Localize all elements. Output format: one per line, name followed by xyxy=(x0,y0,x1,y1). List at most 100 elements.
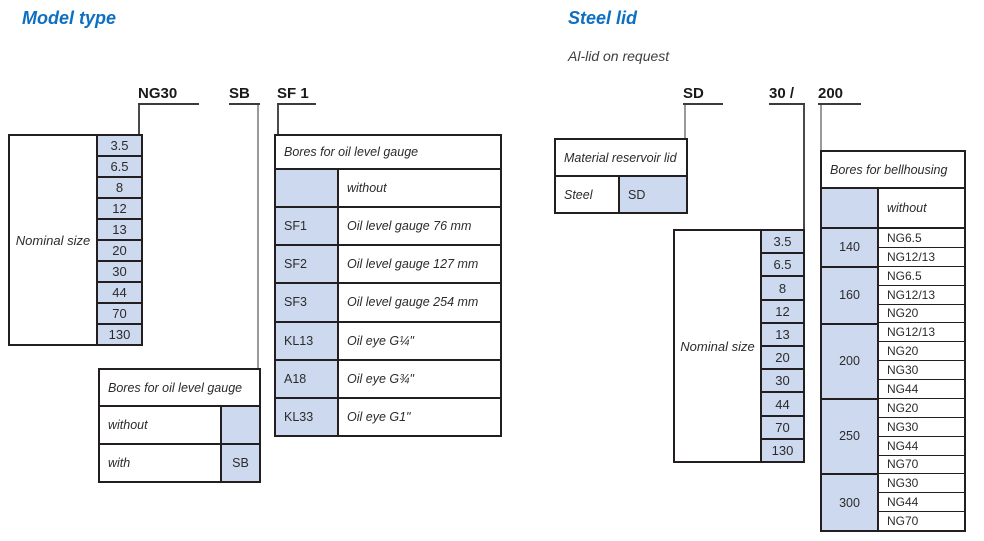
option-code: KL33 xyxy=(276,398,339,435)
oil-gauge-options-table: Bores for oil level gauge without SF1 Oi… xyxy=(274,134,502,437)
nominal-size-value: 30 xyxy=(98,262,141,283)
bellhousing-model: NG44 xyxy=(879,380,964,399)
code-label-30: 30 / xyxy=(769,85,805,105)
oil-gauge-bore-sb-table: Bores for oil level gauge without with S… xyxy=(98,368,261,483)
bellhousing-model: NG30 xyxy=(879,474,964,494)
nominal-size-value: 13 xyxy=(98,220,141,241)
nominal-size-value: 30 xyxy=(762,370,803,394)
nominal-size-value: 12 xyxy=(762,300,803,324)
code-label-sd: SD xyxy=(683,85,723,105)
nominal-size-value: 13 xyxy=(762,323,803,348)
bellhousing-size: 250 xyxy=(822,399,877,476)
code-label-sf1: SF 1 xyxy=(277,85,316,105)
option-description: Oil eye G¼" xyxy=(347,333,414,348)
bellhousing-model: NG6.5 xyxy=(879,229,964,248)
bellhousing-table-header: Bores for bellhousing xyxy=(822,152,964,189)
table-row: without xyxy=(100,407,259,445)
bellhousing-bores-table: Bores for bellhousing without 140 160 20… xyxy=(820,150,966,532)
nominal-size-value: 20 xyxy=(762,347,803,371)
bellhousing-model: NG70 xyxy=(887,514,919,529)
bellhousing-model: NG44 xyxy=(879,493,964,513)
nominal-size-value: 8 xyxy=(98,178,141,199)
nominal-size-value: 3.5 xyxy=(762,231,803,255)
table-row: with SB xyxy=(100,445,259,481)
option-description: without xyxy=(347,181,387,196)
material-table-header: Material reservoir lid xyxy=(556,140,686,177)
connector-line-sf1 xyxy=(277,105,279,134)
bellhousing-model: NG12/13 xyxy=(879,248,964,267)
bellhousing-model-column: NG6.5 NG12/13 NG6.5 NG12/13 NG20 NG12/13… xyxy=(879,229,964,530)
bellhousing-model: NG70 xyxy=(879,456,964,475)
nominal-size-value: 12 xyxy=(98,199,141,220)
connector-line-200 xyxy=(820,105,822,150)
bellhousing-model: NG20 xyxy=(879,342,964,362)
bellhousing-without-label: without xyxy=(887,201,927,215)
nominal-size-value: 8 xyxy=(762,277,803,301)
nominal-size-value: 6.5 xyxy=(762,254,803,278)
table-row: A18 Oil eye G¾" xyxy=(276,360,500,399)
nominal-size-value: 70 xyxy=(762,416,803,440)
sf-table-header: Bores for oil level gauge xyxy=(276,136,500,170)
nominal-size-values: 3.5 6.5 8 12 13 20 30 44 70 130 xyxy=(760,231,803,462)
bellhousing-without-row: without xyxy=(822,189,964,229)
nominal-size-value: 20 xyxy=(98,241,141,262)
option-code: SF2 xyxy=(276,246,339,283)
bellhousing-size: 140 xyxy=(822,229,877,268)
steel-lid-title: Steel lid xyxy=(568,8,638,28)
model-type-title: Model type xyxy=(22,8,117,28)
code-label-sb: SB xyxy=(229,85,260,105)
bellhousing-model: NG20 xyxy=(879,399,964,418)
option-code: SF1 xyxy=(276,208,339,245)
material-code: SD xyxy=(618,177,686,212)
nominal-size-value: 44 xyxy=(98,283,141,304)
nominal-size-table-left: Nominal size 3.5 6.5 8 12 13 20 30 44 70… xyxy=(8,134,143,346)
table-row: SF2 Oil level gauge 127 mm xyxy=(276,246,500,285)
table-row: SF3 Oil level gauge 254 mm xyxy=(276,284,500,323)
table-row: without xyxy=(276,170,500,209)
bellhousing-model: NG30 xyxy=(879,361,964,380)
nominal-size-value: 70 xyxy=(98,304,141,325)
option-description: Oil eye G1" xyxy=(347,409,411,424)
nominal-size-values: 3.5 6.5 8 12 13 20 30 44 70 130 xyxy=(96,136,141,344)
option-code: A18 xyxy=(276,360,339,397)
option-code: KL13 xyxy=(276,322,339,359)
bellhousing-model: NG12/13 xyxy=(879,286,964,305)
connector-line-sb xyxy=(257,105,259,368)
option-description: Oil eye G¾" xyxy=(347,371,414,386)
connector-line-sd xyxy=(684,105,686,138)
bellhousing-size: 200 xyxy=(822,324,877,400)
material-label: Steel xyxy=(564,187,593,202)
option-description: Oil level gauge 127 mm xyxy=(347,257,479,272)
nominal-size-value: 6.5 xyxy=(98,157,141,178)
table-row: KL13 Oil eye G¼" xyxy=(276,322,500,361)
code-label-ng30: NG30 xyxy=(138,85,199,105)
table-row: Steel SD xyxy=(556,177,686,212)
option-description: Oil level gauge 76 mm xyxy=(347,219,472,234)
option-code: SB xyxy=(220,445,259,481)
material-reservoir-lid-table: Material reservoir lid Steel SD xyxy=(554,138,688,214)
table-row: KL33 Oil eye G1" xyxy=(276,398,500,435)
steel-lid-subtitle: Al-lid on request xyxy=(568,48,670,64)
option-label: with xyxy=(108,456,131,470)
nominal-size-value: 130 xyxy=(762,439,803,462)
option-code xyxy=(276,170,339,207)
bellhousing-body: 140 160 200 250 300 NG6.5 NG12/13 NG6.5 … xyxy=(822,229,964,530)
bellhousing-model: NG20 xyxy=(879,305,964,324)
option-description: Oil level gauge 254 mm xyxy=(347,295,479,310)
option-code: SF3 xyxy=(276,284,339,321)
nominal-size-value: 130 xyxy=(98,325,141,344)
nominal-size-value: 44 xyxy=(762,393,803,417)
option-code xyxy=(220,407,259,443)
nominal-size-value: 3.5 xyxy=(98,136,141,157)
connector-line-30 xyxy=(803,105,805,229)
bellhousing-size: 160 xyxy=(822,267,877,325)
option-label: without xyxy=(108,418,148,432)
nominal-size-label: Nominal size xyxy=(680,338,755,354)
sb-table-header: Bores for oil level gauge xyxy=(100,370,259,407)
nominal-size-table-right: Nominal size 3.5 6.5 8 12 13 20 30 44 70… xyxy=(673,229,805,463)
table-row: SF1 Oil level gauge 76 mm xyxy=(276,208,500,247)
bellhousing-model: NG6.5 xyxy=(879,267,964,286)
bellhousing-model: NG12/13 xyxy=(879,323,964,343)
code-label-200: 200 xyxy=(818,85,861,105)
